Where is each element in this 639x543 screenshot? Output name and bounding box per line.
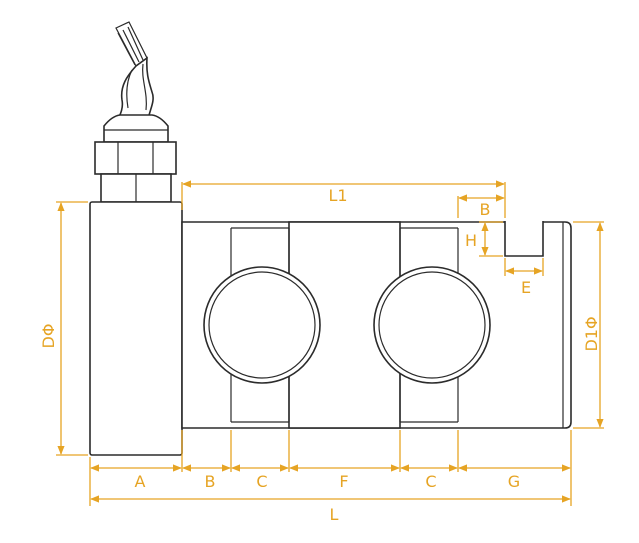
cylinder-body	[89, 201, 183, 456]
dimension-D: DΦ	[39, 201, 88, 456]
dimension-L: L	[90, 495, 571, 524]
label-E: E	[521, 278, 531, 297]
dimension-D1: D1Φ	[573, 221, 604, 429]
label-L: L	[330, 505, 339, 524]
dimension-H: H	[465, 221, 503, 257]
cable	[115, 21, 154, 123]
pin-hole-right	[373, 266, 491, 384]
dimension-chain-bottom: A B C F C G	[89, 430, 572, 506]
pin-hole-left	[203, 266, 321, 384]
label-G: G	[508, 472, 520, 491]
dimension-L1: L1	[181, 180, 506, 218]
cable-gland	[94, 114, 177, 203]
label-L1: L1	[328, 186, 347, 205]
label-F: F	[339, 472, 348, 491]
label-D1: D1Φ	[582, 316, 601, 351]
label-H: H	[465, 231, 477, 250]
label-D: DΦ	[39, 324, 58, 349]
dimension-E: E	[504, 258, 544, 297]
label-B-bottom: B	[205, 472, 216, 491]
label-A: A	[135, 472, 146, 491]
label-C-left: C	[256, 472, 267, 491]
dimension-B-top: B	[457, 194, 505, 219]
label-C-right: C	[425, 472, 436, 491]
label-B-top: B	[480, 200, 491, 219]
